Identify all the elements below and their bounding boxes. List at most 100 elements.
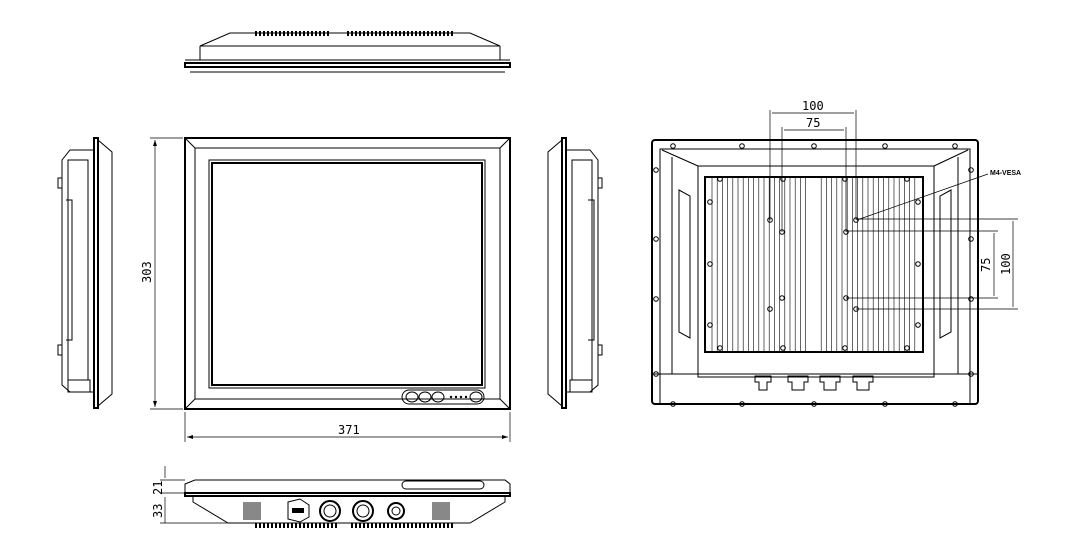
fin [259,31,261,36]
vesa-vertical-100: 100 [999,253,1013,275]
body-depth-dimension: 33 [151,504,165,518]
fin [427,523,429,528]
fin [435,31,437,36]
fin [367,523,369,528]
bottom-fins [255,523,453,528]
top-view [184,31,511,73]
fin [279,523,281,528]
screw-icon [653,236,659,242]
fin [283,31,285,36]
fin [371,31,373,36]
screw-icon [952,401,958,407]
screw-icon [779,295,785,301]
vesa-callout: M4-VESA [990,170,1021,177]
fin [399,31,401,36]
fin [407,523,409,528]
screw-icon [915,261,921,267]
fin [387,523,389,528]
screw-icon [904,176,910,182]
screw-icon [780,345,786,351]
screw-icon [653,167,659,173]
fin [411,523,413,528]
fin [423,31,425,36]
fin [447,523,449,528]
fin [275,523,277,528]
fin [387,31,389,36]
fin [267,523,269,528]
screw-icon [811,143,817,149]
fin [287,31,289,36]
screw-icon [882,143,888,149]
fin [415,523,417,528]
screw-icon [707,199,713,205]
fin [383,523,385,528]
fin [431,523,433,528]
fin [303,31,305,36]
fin [451,523,453,528]
fin [435,523,437,528]
fin [363,31,365,36]
fin [275,31,277,36]
fin [267,31,269,36]
fin [443,523,445,528]
fin [323,31,325,36]
fin [311,31,313,36]
fin [287,523,289,528]
fin [315,31,317,36]
screw-icon [968,236,974,242]
fin [331,523,333,528]
fin [299,31,301,36]
fin [259,523,261,528]
screw-icon [717,176,723,182]
connectors [754,375,874,391]
bezel-depth-dimension: 21 [151,481,165,495]
fin [439,523,441,528]
fin [379,31,381,36]
screw-icon [670,401,676,407]
fin [419,31,421,36]
fin [311,523,313,528]
fin [263,31,265,36]
fin [319,523,321,528]
fin [415,31,417,36]
fin [327,523,329,528]
screw-icon [739,143,745,149]
fin [359,31,361,36]
fin [319,31,321,36]
screw-icon [915,322,921,328]
fin [399,523,401,528]
fin [335,523,337,528]
screw-icon [739,401,745,407]
screw-icon [811,401,817,407]
fin [327,31,329,36]
fin [255,31,257,36]
fin [411,31,413,36]
vesa-vertical-75: 75 [979,258,993,272]
fin [403,31,405,36]
screw-icon [767,306,773,312]
fin [271,523,273,528]
fin [299,523,301,528]
screw-icon [968,167,974,173]
screw-icon [952,143,958,149]
vesa-horizontal-75: 75 [806,116,820,130]
fin [379,523,381,528]
fin [351,523,353,528]
fin [359,523,361,528]
screw-icon [653,296,659,302]
fin [255,523,257,528]
fin [351,31,353,36]
fin [375,31,377,36]
fin [395,31,397,36]
screw-icon [707,322,713,328]
fin [391,523,393,528]
fin [407,31,409,36]
screw-icon [882,401,888,407]
fin [295,31,297,36]
screw-icon [780,176,786,182]
fin [371,523,373,528]
fin [323,523,325,528]
heatsink-fins [711,178,916,351]
fin [307,523,309,528]
